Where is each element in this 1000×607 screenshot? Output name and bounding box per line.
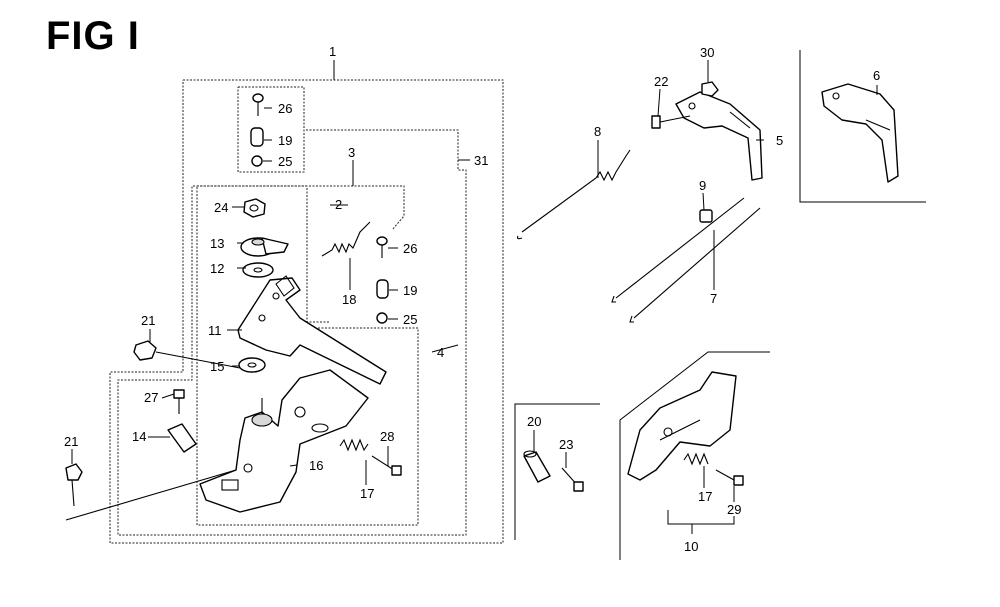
callout-4: 4 [437,345,444,360]
callout-6: 6 [873,68,880,83]
callout-21-upper: 21 [141,313,155,328]
callout-22: 22 [654,74,668,89]
part-25-clip-top [251,155,263,167]
group-box-2 [306,188,330,323]
part-28-screw [371,455,402,476]
part-26-screw-top [252,93,264,116]
callout-20: 20 [527,414,541,429]
part-29-screw [715,469,744,486]
part-7-rods [611,197,761,323]
callout-10: 10 [684,539,698,554]
part-19-collar-top [250,127,264,147]
callout-13: 13 [210,236,224,251]
callout-15: 15 [210,359,224,374]
callout-14: 14 [132,429,146,444]
part-21-bolt-upper [133,340,241,369]
fastener-box-top [237,86,305,173]
part-5-bracket [675,91,763,181]
group-box-6 [799,50,926,203]
callout-28: 28 [380,429,394,444]
callout-24: 24 [214,200,228,215]
callout-17-right: 17 [698,489,712,504]
part-27-screw [173,389,185,414]
part-6-bracket [821,83,899,183]
callout-26-top: 26 [278,101,292,116]
group-box-10 [619,351,770,560]
callout-2: 2 [335,197,342,212]
callout-25-top: 25 [278,154,292,169]
part-9-clip [699,209,713,223]
part-18-spring [321,221,371,257]
part-25-clip-mid [376,312,388,324]
callout-16: 16 [309,458,323,473]
callout-7: 7 [710,291,717,306]
part-12-washer [242,262,274,278]
group-boxes [109,50,926,560]
part-22-bolt [651,115,691,129]
part-23-bolt [561,467,584,492]
callout-1: 1 [329,44,336,59]
part-16-base-plate [199,369,369,513]
part-10-bracket-assembly [627,371,737,481]
callout-23: 23 [559,437,573,452]
part-8-governor-spring-rod [516,149,631,240]
part-13-cam [240,237,289,257]
callout-17-left: 17 [360,486,374,501]
part-17-spring-right [683,452,709,466]
group-box-20-23 [514,403,600,540]
part-11-control-lever [237,275,387,385]
part-20-sleeve [523,450,551,483]
group-box-31 [117,129,467,536]
callout-27: 27 [144,390,158,405]
part-24-nut [243,198,266,218]
group-box-1 [109,79,504,544]
callout-5: 5 [776,133,783,148]
part-21-bolt-lower [65,463,237,521]
callout-19-mid: 19 [403,283,417,298]
callout-12: 12 [210,261,224,276]
callout-26-mid: 26 [403,241,417,256]
callout-18: 18 [342,292,356,307]
group-box-3 [197,185,405,231]
callout-31: 31 [474,153,488,168]
callout-11: 11 [208,323,222,338]
callout-29: 29 [727,502,741,517]
figure-title: FIG I [46,14,140,58]
callout-8: 8 [594,124,601,139]
part-19-collar-mid [376,279,389,299]
callout-30: 30 [700,45,714,60]
leader-lines [71,60,878,534]
part-26-screw-mid [376,236,388,258]
part-15-washer [238,357,266,373]
callout-3: 3 [348,145,355,160]
callout-19-top: 19 [278,133,292,148]
callout-9: 9 [699,178,706,193]
callout-21-lower: 21 [64,434,78,449]
callout-labels: 1 2 3 4 5 6 7 8 9 10 11 12 13 14 15 16 1… [64,44,880,554]
group-box-4 [196,186,419,526]
part-17-spring-left [339,438,369,452]
part-14-clip [167,423,197,453]
part-30-nut [701,81,719,97]
callout-25-mid: 25 [403,312,417,327]
